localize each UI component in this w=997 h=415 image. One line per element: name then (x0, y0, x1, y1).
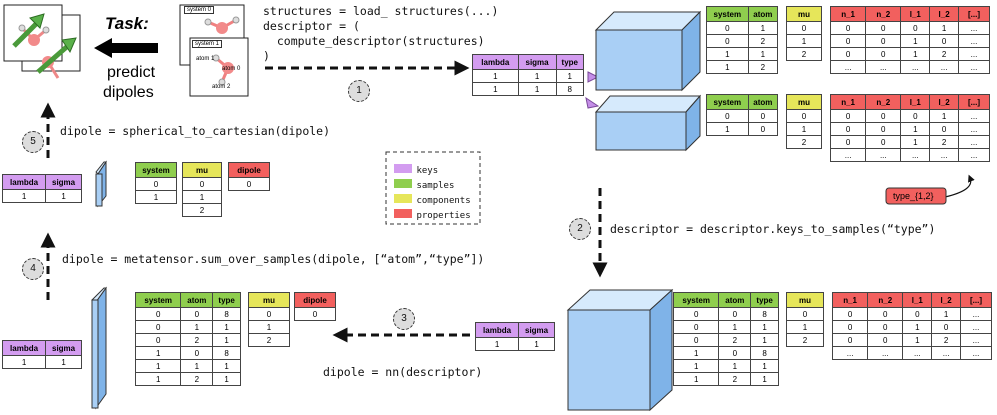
legend-properties: properties (394, 205, 471, 224)
legend-samples: samples (394, 175, 454, 194)
block-merged-icon (566, 288, 674, 412)
code-keys-to-samples: descriptor = descriptor.keys_to_samples(… (610, 222, 936, 236)
block-dipole-icon (95, 160, 107, 208)
atom0-label: atom 0 (222, 66, 241, 72)
properties-table-dipole: dipole 0 (228, 162, 270, 191)
block-1-icon (594, 10, 702, 92)
atom1-label: atom 1 (196, 56, 215, 62)
legend-keys-swatch (394, 164, 412, 174)
properties-table-dipole-atoms: dipole 0 (294, 292, 336, 321)
code-s2c: dipole = spherical_to_cartesian(dipole) (60, 124, 331, 138)
structures-icon (179, 4, 249, 97)
type-label-arrow (944, 174, 975, 198)
system0-label: system 0 (184, 6, 215, 14)
step-1: 1 (348, 80, 370, 102)
code-load: structures = load_ structures(...) descr… (263, 4, 499, 63)
legend-properties-swatch (394, 209, 412, 219)
step-3: 3 (393, 308, 415, 330)
system1-label: system 1 (192, 40, 223, 48)
legend-components: components (394, 190, 471, 209)
atom2-label: atom 2 (212, 84, 231, 90)
legend-keys: keys (394, 160, 438, 179)
step-4: 4 (22, 258, 44, 280)
legend-samples-swatch (394, 179, 412, 189)
task-line1: predict (107, 64, 156, 81)
task-line2: dipoles (103, 84, 154, 101)
task-arrow-icon (94, 38, 158, 58)
key-arrow-1-icon (587, 71, 600, 83)
code-sum: dipole = metatensor.sum_over_samples(dip… (62, 252, 485, 266)
key-arrow-2-icon (585, 96, 600, 109)
type-label: type_{1,2} (893, 191, 934, 201)
code-nn: dipole = nn(descriptor) (323, 365, 483, 379)
type-label-box (885, 187, 947, 205)
block-dipole-atoms-icon (91, 286, 107, 410)
block-2-icon (594, 94, 702, 152)
task-title: Task: (105, 14, 149, 33)
step-5: 5 (22, 131, 44, 153)
dipole-cards-icon (3, 4, 81, 79)
legend-components-swatch (394, 194, 412, 204)
step-2: 2 (569, 218, 591, 240)
